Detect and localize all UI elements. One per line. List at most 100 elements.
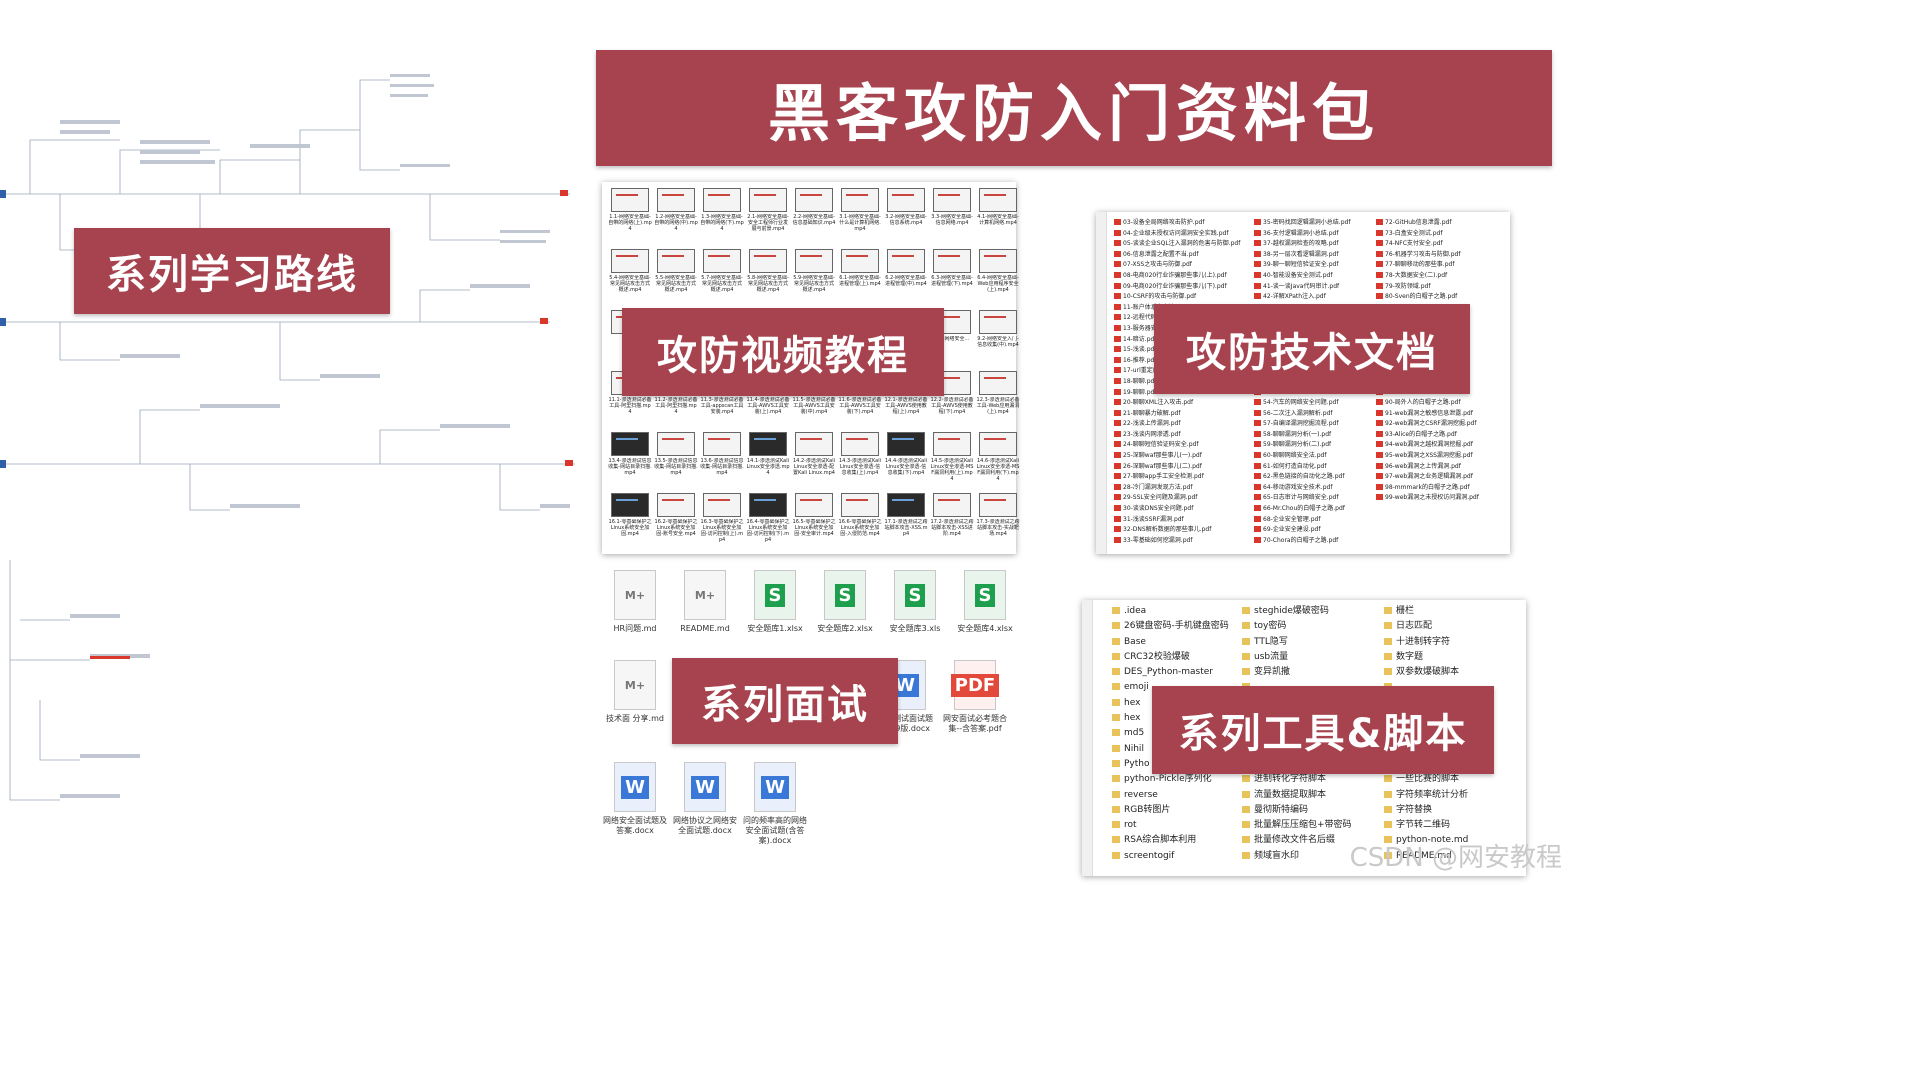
pdf-file[interactable]: 38-另一层次看逻辑漏洞.pdf [1254,250,1388,261]
pdf-file[interactable]: 21-聊聊暴力破解.pdf [1114,409,1248,420]
pdf-file[interactable]: 35-密码找回逻辑漏洞小总结.pdf [1254,218,1388,229]
video-file[interactable]: 5.8-网络安全基础-常见网站攻击方式概述.mp4 [746,249,790,310]
video-file[interactable]: 5.4-网络安全基础-常见网站攻击方式概述.mp4 [608,249,652,310]
pdf-file[interactable]: 33-零基础如何挖漏洞.pdf [1114,536,1248,547]
tool-folder[interactable]: README.md [1384,849,1520,864]
video-file[interactable]: 1.1-网络安全基础-自带的网络(上).mp4 [608,188,652,249]
pdf-file[interactable]: 22-浅谈上传漏洞.pdf [1114,419,1248,430]
pdf-file[interactable]: 99-web漏洞之未授权访问漏洞.pdf [1376,493,1510,504]
video-file[interactable]: 16.2-零基础保护之Linux系统安全加固-账号安全.mp4 [654,493,698,554]
video-file[interactable]: 9.2-网络安全入门-信息收集(中).mp4 [976,310,1020,371]
video-file[interactable]: 16.4-零基础保护之Linux系统安全加固-访问控制(下).mp4 [746,493,790,554]
video-file[interactable]: 14.5-渗透测试Kali Linux安全渗透-MSF漏洞利用(上).mp4 [930,432,974,493]
pdf-file[interactable]: 69-企业安全建设.pdf [1254,525,1388,536]
pdf-file[interactable]: 41-谈一谈Java代码审计.pdf [1254,282,1388,293]
pdf-file[interactable]: 72-GitHub信息泄露.pdf [1376,218,1510,229]
tool-folder[interactable]: 流量数据提取脚本 [1242,788,1382,803]
pdf-file[interactable]: 07-XSS之攻击与防御.pdf [1114,260,1248,271]
tools-scrollbar[interactable] [1082,600,1093,876]
pdf-file[interactable]: 14-暗访.pdf [1114,335,1248,346]
interview-file[interactable]: M+技术面 分享.md [600,660,670,724]
pdf-file[interactable]: 58-聊聊漏洞分析(一).pdf [1254,430,1388,441]
video-file[interactable]: 1.3-网络安全基础-自带的网络(下).mp4 [700,188,744,249]
pdf-file[interactable]: 39-聊一聊短信验证安全.pdf [1254,260,1388,271]
video-file[interactable]: 14.3-渗透测试Kali Linux安全渗透-信息收集(上).mp4 [838,432,882,493]
tool-folder[interactable]: python-note.md [1384,833,1520,848]
tool-folder[interactable]: 十进制转字符 [1384,635,1520,650]
tool-folder[interactable]: python-Pickle序列化 [1112,772,1242,787]
tool-folder[interactable]: md5 [1112,726,1242,741]
pdf-file[interactable]: 54-汽车的网络安全问题.pdf [1254,398,1388,409]
pdf-file[interactable]: 96-web漏洞之上传漏洞.pdf [1376,462,1510,473]
pdf-file[interactable]: 05-谈谈企业SQL注入漏洞的危害与防御.pdf [1114,239,1248,250]
video-file[interactable]: 16.5-零基础保护之Linux系统安全加固-安全审计.mp4 [792,493,836,554]
pdf-file[interactable]: 17-url重定向.pdf [1114,366,1248,377]
tool-folder[interactable]: reverse [1112,788,1242,803]
tool-folder[interactable]: rot [1112,818,1242,833]
video-file[interactable]: 14.2-渗透测试Kali Linux安全渗透-配置Kali Linux.mp4 [792,432,836,493]
pdf-file[interactable]: 20-聊聊XML注入攻击.pdf [1114,398,1248,409]
video-file[interactable]: 4.1-网络安全基础-计算机网络.mp4 [976,188,1020,249]
interview-file[interactable]: M+HR问题.md [600,570,670,634]
tool-folder[interactable]: 批量修改文件名后缀 [1242,833,1382,848]
tool-folder[interactable]: TTL隐写 [1242,635,1382,650]
video-file[interactable]: 13.6-渗透测试信息收集-网站目录扫描.mp4 [700,432,744,493]
pdf-file[interactable]: 61-如何打造自动化.pdf [1254,462,1388,473]
tool-folder[interactable]: hex [1112,696,1242,711]
pdf-file[interactable]: 74-NFC支付安全.pdf [1376,239,1510,250]
pdf-file[interactable]: 76-机器学习攻击与防御.pdf [1376,250,1510,261]
tool-folder[interactable]: 频域盲水印 [1242,849,1382,864]
pdf-file[interactable]: 94-web漏洞之越权漏洞挖掘.pdf [1376,440,1510,451]
tool-folder[interactable]: 双参数爆破脚本 [1384,665,1520,680]
tool-folder[interactable]: 变异凯撒 [1242,665,1382,680]
video-file[interactable]: 3.3-网络安全基础-信息网络.mp4 [930,188,974,249]
pdf-file[interactable]: 79-攻防领域.pdf [1376,282,1510,293]
tool-folder[interactable]: Nihil [1112,742,1242,757]
pdf-file[interactable]: 64-移动游戏安全技术.pdf [1254,483,1388,494]
tool-folder[interactable]: 26键盘密码-手机键盘密码 [1112,619,1242,634]
pdf-file[interactable]: 09-电商020行业诈骗那些事儿(下).pdf [1114,282,1248,293]
video-file[interactable]: 1.2-网络安全基础-自带的网络(中).mp4 [654,188,698,249]
tool-folder[interactable]: 进制转化字符脚本 [1242,772,1382,787]
tool-folder[interactable]: emoji [1112,680,1242,695]
video-file[interactable]: 6.3-网络安全基础-进程管理(下).mp4 [930,249,974,310]
video-file[interactable]: 16.6-零基础保护之Linux系统安全加固-入侵防范.mp4 [838,493,882,554]
pdf-file[interactable]: 60-聊聊网络安全法.pdf [1254,451,1388,462]
pdf-file[interactable]: 90-局外人的白帽子之路.pdf [1376,398,1510,409]
tool-folder[interactable]: CRC32校验爆破 [1112,650,1242,665]
video-file[interactable]: 14.1-渗透测试Kali Linux安全渗透.mp4 [746,432,790,493]
tool-folder[interactable]: toy密码 [1242,619,1382,634]
video-file[interactable]: 6.1-网络安全基础-进程管理(上).mp4 [838,249,882,310]
video-file[interactable]: 17.2-渗透测试之跨站脚本攻击-XSS进阶.mp4 [930,493,974,554]
tool-folder[interactable]: 栅栏 [1384,604,1520,619]
pdf-file[interactable]: 97-web漏洞之业务逻辑漏洞.pdf [1376,472,1510,483]
pdf-file[interactable]: 73-白盒安全测试.pdf [1376,229,1510,240]
pdf-file[interactable]: 16-推荐.pdf [1114,356,1248,367]
video-file[interactable]: 6.2-网络安全基础-进程管理(中).mp4 [884,249,928,310]
pdf-file[interactable]: 92-web漏洞之CSRF漏洞挖掘.pdf [1376,419,1510,430]
tool-folder[interactable]: 曼彻斯特编码 [1242,803,1382,818]
pdf-file[interactable]: 24-聊聊短信验证码安全.pdf [1114,440,1248,451]
pdf-file[interactable]: 57-自编译漏洞挖掘流程.pdf [1254,419,1388,430]
interview-file[interactable]: M+README.md [670,570,740,634]
pdf-file[interactable]: 26-深聊waf那些事儿(二).pdf [1114,462,1248,473]
tool-folder[interactable]: screentogif [1112,849,1242,864]
video-file[interactable]: 2.2-网络安全基础-信息基础知识.mp4 [792,188,836,249]
pdf-file[interactable]: 19-聊聊.pdf [1114,388,1248,399]
pdf-file[interactable]: 70-Chora的白帽子之路.pdf [1254,536,1388,547]
pdf-file[interactable]: 40-智能设备安全测试.pdf [1254,271,1388,282]
video-file[interactable]: 5.7-网络安全基础-常见网站攻击方式概述.mp4 [700,249,744,310]
video-file[interactable]: 3.2-网络安全基础-信息系统.mp4 [884,188,928,249]
pdf-file[interactable]: 91-web漏洞之敏感信息泄露.pdf [1376,409,1510,420]
pdf-file[interactable]: 18-聊聊.pdf [1114,377,1248,388]
tool-folder[interactable]: Base [1112,635,1242,650]
pdf-file[interactable]: 56-二次注入漏洞解析.pdf [1254,409,1388,420]
video-file[interactable]: 13.5-渗透测试信息收集-网站目录扫描.mp4 [654,432,698,493]
pdf-file[interactable]: 36-支付逻辑漏洞小总结.pdf [1254,229,1388,240]
pdf-file[interactable]: 10-CSRF的攻击与防御.pdf [1114,292,1248,303]
